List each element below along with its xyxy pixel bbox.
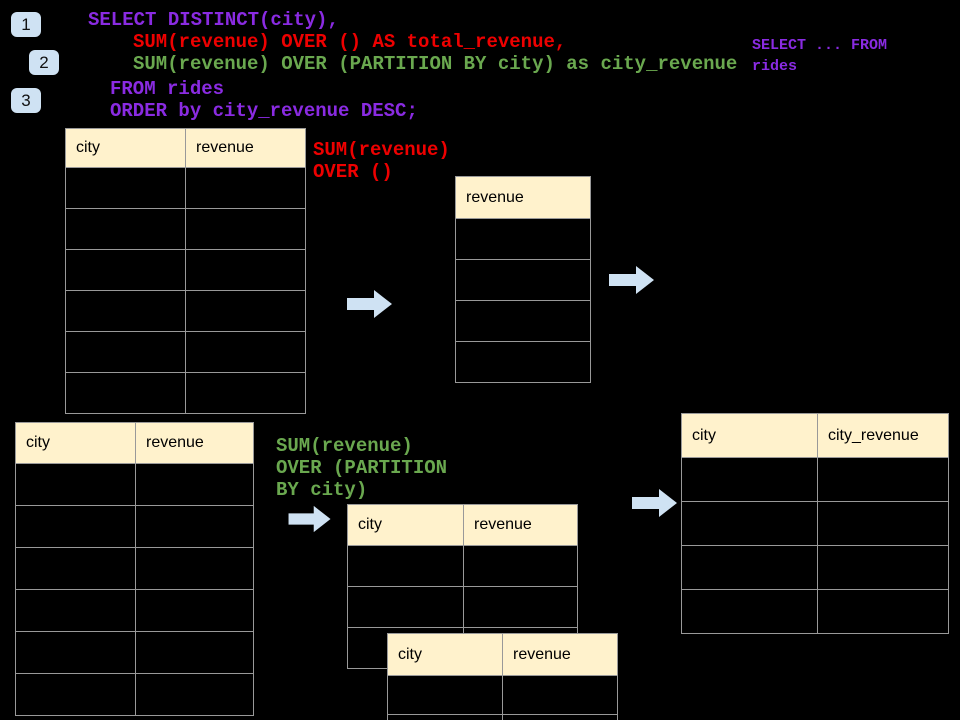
col-header-city: city [387,633,503,676]
table-city-revenue-result: city city_revenue [681,413,949,634]
table-header-row: city revenue [15,422,254,464]
table-row [681,457,949,502]
table-header-row: revenue [455,176,591,219]
arrow-right-icon [632,488,678,518]
sql-line-select: SELECT DISTINCT(city), [88,9,339,31]
table-row [15,463,254,506]
table-row [65,331,306,373]
total-revenue-label: SUM(revenue) OVER () [313,139,450,183]
table-row [455,300,591,342]
table-header-row: city revenue [65,128,306,168]
table-source-bottom: city revenue [15,422,254,716]
table-row [455,259,591,301]
col-header-revenue: revenue [502,633,618,676]
col-header-city: city [347,504,464,546]
table-row [347,545,578,587]
table-row [15,589,254,632]
table-total-result: revenue [455,176,591,383]
arrow-right-icon [609,265,655,295]
table-row [387,675,618,715]
table-row [65,249,306,291]
col-header-city-revenue: city_revenue [817,413,949,458]
table-row [15,505,254,548]
table-row [681,501,949,546]
table-row [455,218,591,260]
table-header-row: city city_revenue [681,413,949,458]
arrow-right-icon [347,289,393,319]
partition-label: SUM(revenue) OVER (PARTITION BY city) [276,435,448,501]
table-row [65,372,306,414]
table-row [15,547,254,590]
sql-line-from: FROM rides [110,78,225,100]
table-header-row: city revenue [387,633,618,676]
col-header-revenue: revenue [463,504,578,546]
table-source-top: city revenue [65,128,306,414]
col-header-revenue: revenue [135,422,254,464]
step-badge-2: 2 [29,50,59,75]
table-row [65,290,306,332]
table-row [15,631,254,674]
step-badge-1: 1 [11,12,41,37]
step-badge-3: 3 [11,88,41,113]
sql-line-total: SUM(revenue) OVER () AS total_revenue, [133,31,567,53]
table-row [347,586,578,628]
col-header-city: city [15,422,136,464]
table-row [65,167,306,209]
col-header-city: city [65,128,186,168]
table-row [681,589,949,634]
table-row [681,545,949,590]
col-header-revenue: revenue [455,176,591,219]
table-row [387,714,618,720]
sql-line-partition: SUM(revenue) OVER (PARTITION BY city) as… [133,53,738,75]
table-row [15,673,254,716]
table-header-row: city revenue [347,504,578,546]
table-row [65,208,306,250]
col-header-revenue: revenue [185,128,306,168]
table-partition-step-overlap: city revenue [387,633,618,720]
from-rides-note: SELECT ... FROM rides [752,37,888,75]
col-header-city: city [681,413,818,458]
arrow-right-icon [287,505,333,533]
table-row [455,341,591,383]
sql-line-order: ORDER by city_revenue DESC; [110,100,418,122]
